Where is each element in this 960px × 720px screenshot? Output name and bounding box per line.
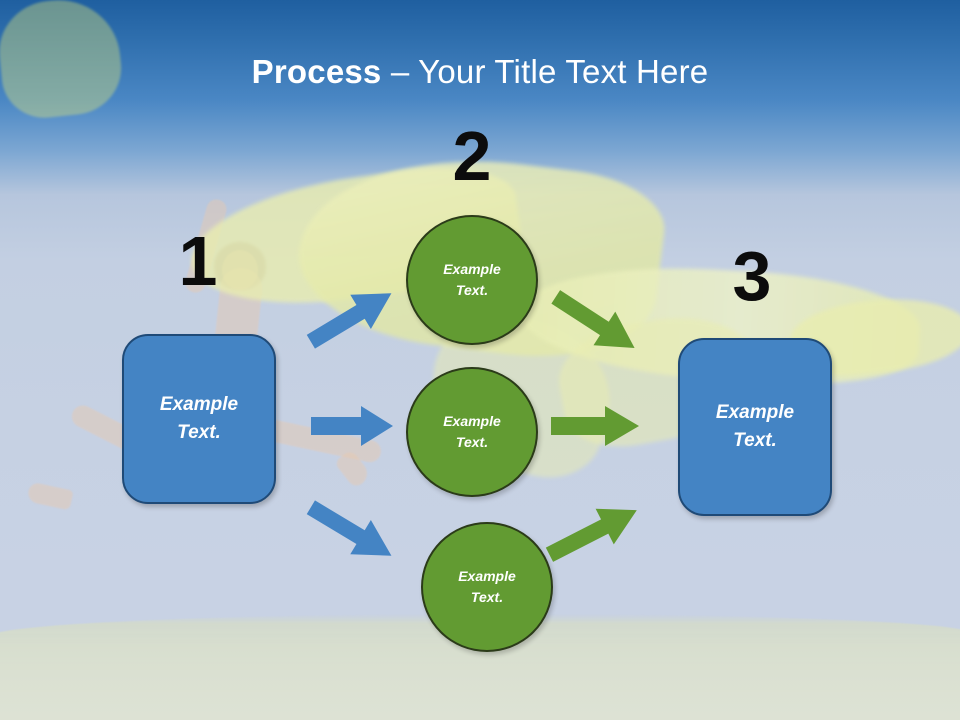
arrow-start-to-circle-top[interactable] <box>300 281 404 353</box>
end-process-box-text: Example Text. <box>716 399 794 455</box>
arrow-circle-bottom-to-end[interactable] <box>538 494 650 570</box>
arrow-circle-top-to-end[interactable] <box>542 286 650 360</box>
start-process-box-text: Example Text. <box>160 391 238 447</box>
circle-middle-line2: Text. <box>455 434 489 450</box>
circle-bottom-line1: Example <box>458 568 516 584</box>
page-title-rest: – Your Title Text Here <box>381 53 709 90</box>
step-number-2: 2 <box>452 117 492 195</box>
circle-top-line2: Text. <box>455 282 489 298</box>
circle-bottom-line2: Text. <box>470 589 504 605</box>
process-circle-top-text: Example Text. <box>443 259 501 301</box>
end-box-line2: Text. <box>733 430 777 451</box>
arrow-start-to-circle-middle[interactable] <box>311 404 395 448</box>
step-number-3: 3 <box>732 237 772 315</box>
grass-field-foreground <box>0 648 960 720</box>
arrow-start-to-circle-bottom[interactable] <box>300 496 404 568</box>
circle-middle-line1: Example <box>443 413 501 429</box>
start-process-box[interactable]: Example Text. <box>122 334 276 504</box>
arrow-circle-middle-to-end[interactable] <box>551 404 641 448</box>
process-circle-top[interactable]: Example Text. <box>406 215 538 345</box>
end-process-box[interactable]: Example Text. <box>678 338 832 516</box>
end-box-line1: Example <box>715 402 795 423</box>
start-box-line2: Text. <box>177 422 221 443</box>
process-circle-bottom-text: Example Text. <box>458 566 516 608</box>
page-title: Process – Your Title Text Here <box>0 52 960 92</box>
step-number-1: 1 <box>178 222 218 300</box>
page-title-bold: Process <box>251 53 382 90</box>
process-circle-middle[interactable]: Example Text. <box>406 367 538 497</box>
circle-top-line1: Example <box>443 261 501 277</box>
process-circle-middle-text: Example Text. <box>443 411 501 453</box>
start-box-line1: Example <box>159 394 239 415</box>
process-circle-bottom[interactable]: Example Text. <box>421 522 553 652</box>
